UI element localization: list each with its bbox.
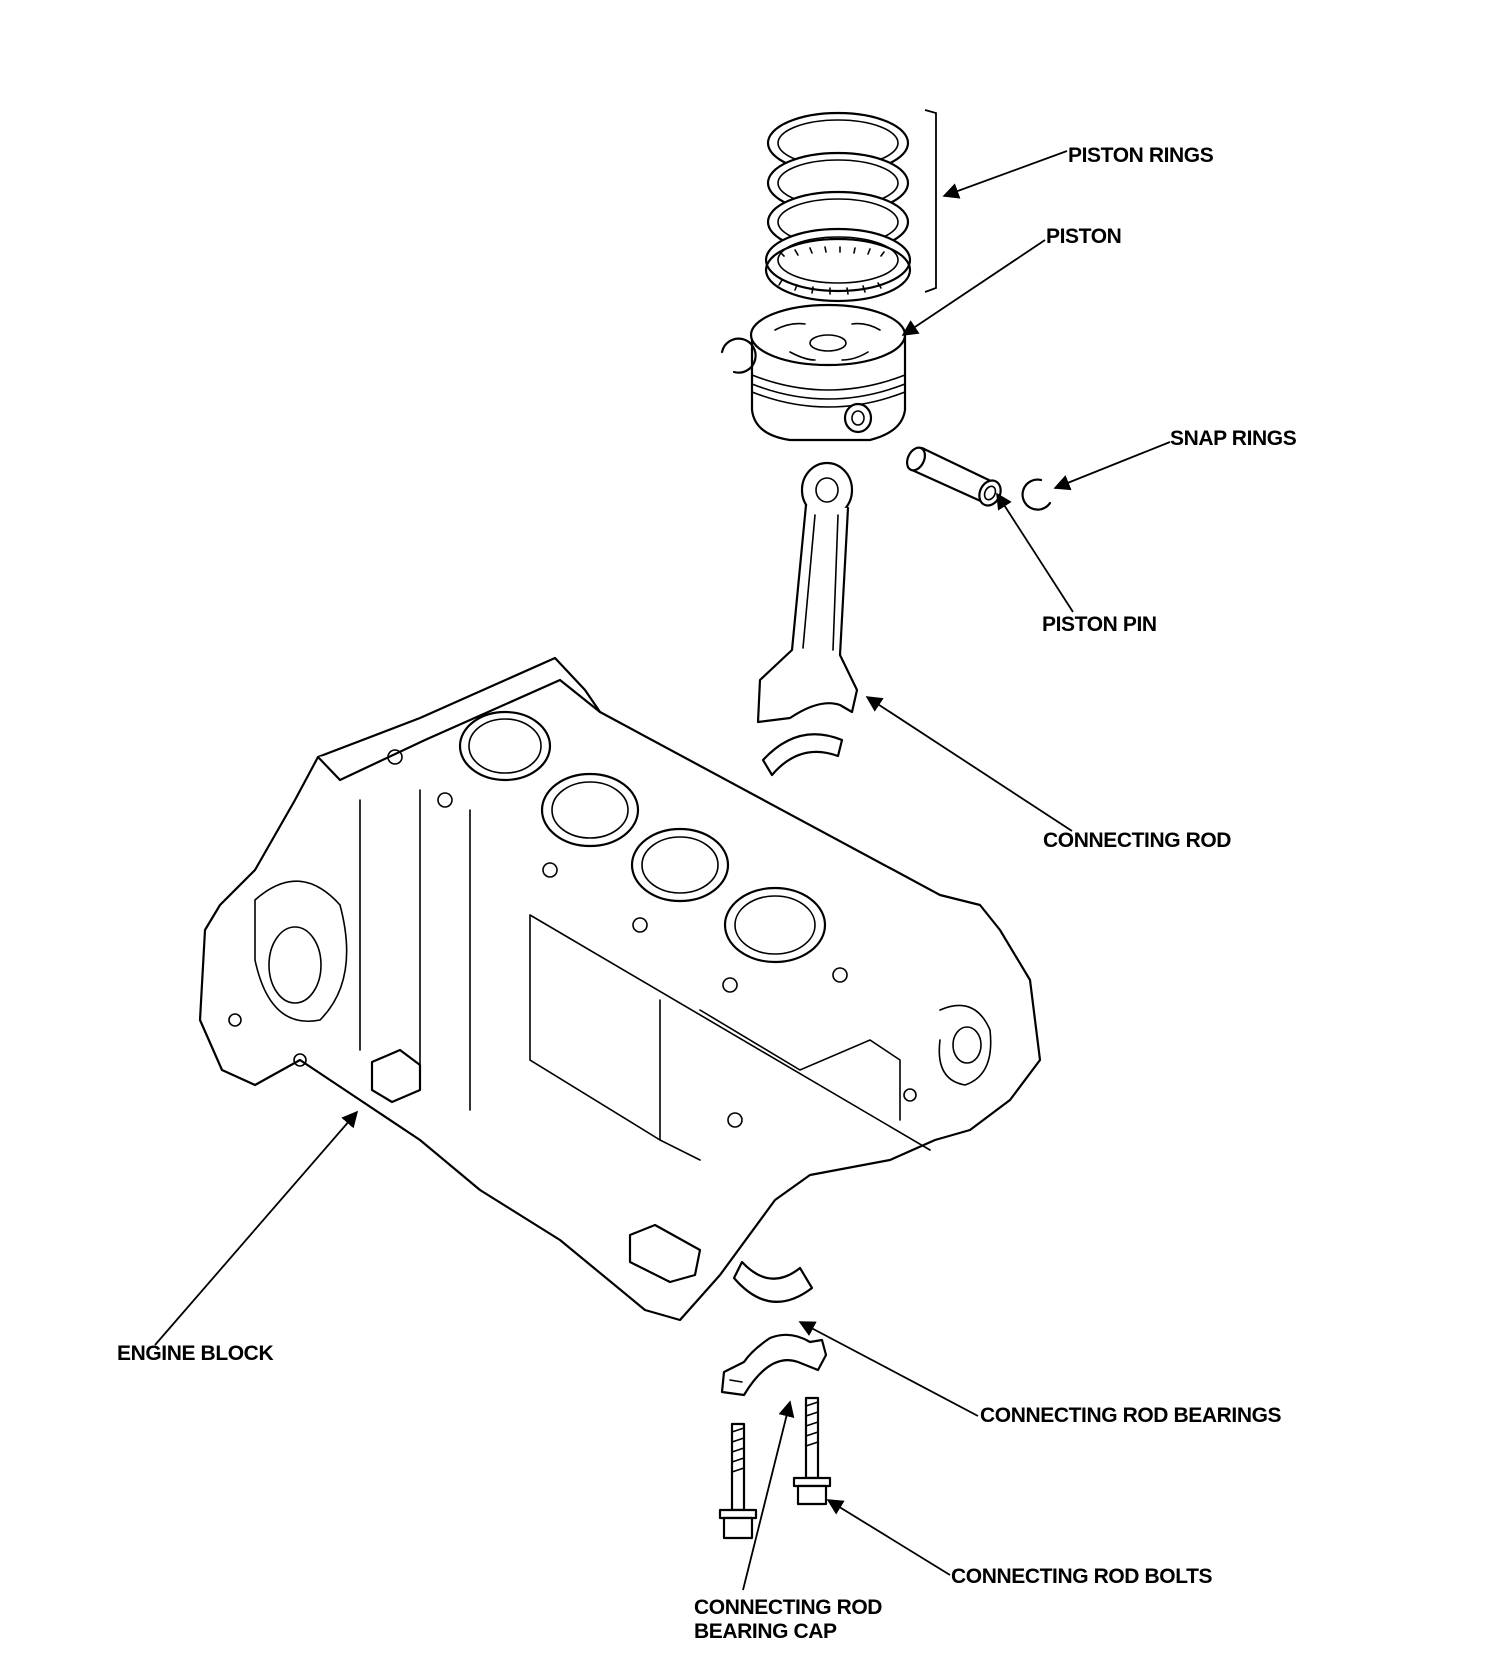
piston-drawing bbox=[749, 303, 907, 442]
leader-connecting-rod-bearing-cap bbox=[742, 1400, 795, 1591]
piston-pin-label: PISTON PIN bbox=[1042, 613, 1157, 636]
snap-rings-label: SNAP RINGS bbox=[1170, 427, 1297, 450]
connecting-rod-bolt-left-drawing bbox=[718, 1422, 758, 1540]
lower-bearing-drawing bbox=[732, 1260, 814, 1303]
engine-block-drawing bbox=[198, 656, 1042, 1322]
leader-connecting-rod bbox=[865, 696, 1073, 832]
connecting-rod-bearing-cap-label-line2: BEARING CAP bbox=[694, 1620, 837, 1643]
leader-piston bbox=[901, 239, 1046, 336]
leader-lines bbox=[154, 150, 1171, 1591]
leader-piston-pin bbox=[996, 492, 1074, 613]
connecting-rod-bearings-label: CONNECTING ROD BEARINGS bbox=[980, 1404, 1282, 1427]
bearing-cap-drawing bbox=[720, 1333, 828, 1397]
piston-label: PISTON bbox=[1046, 225, 1122, 248]
connecting-rod-bearing-cap-label-line1: CONNECTING ROD bbox=[694, 1596, 883, 1619]
upper-bearing-drawing bbox=[761, 733, 844, 777]
snap-ring-left-drawing bbox=[720, 337, 757, 374]
leader-piston-rings bbox=[942, 150, 1068, 199]
leader-connecting-rod-bolts bbox=[826, 1499, 951, 1576]
engine-block-label: ENGINE BLOCK bbox=[117, 1342, 274, 1365]
connecting-rod-drawing bbox=[756, 461, 859, 724]
snap-ring-right-drawing bbox=[1021, 478, 1052, 511]
connecting-rod-label: CONNECTING ROD bbox=[1043, 829, 1232, 852]
piston-rings-drawing bbox=[764, 111, 912, 303]
leader-connecting-rod-bearings bbox=[798, 1321, 979, 1417]
piston-pin-drawing bbox=[905, 446, 1002, 507]
piston-rings-label: PISTON RINGS bbox=[1068, 144, 1214, 167]
leader-snap-rings bbox=[1053, 441, 1171, 491]
piston-rings-bracket bbox=[924, 109, 937, 293]
connecting-rod-bolts-label: CONNECTING ROD BOLTS bbox=[951, 1565, 1213, 1588]
leader-engine-block bbox=[154, 1110, 359, 1346]
connecting-rod-bolt-right-drawing bbox=[792, 1396, 832, 1506]
